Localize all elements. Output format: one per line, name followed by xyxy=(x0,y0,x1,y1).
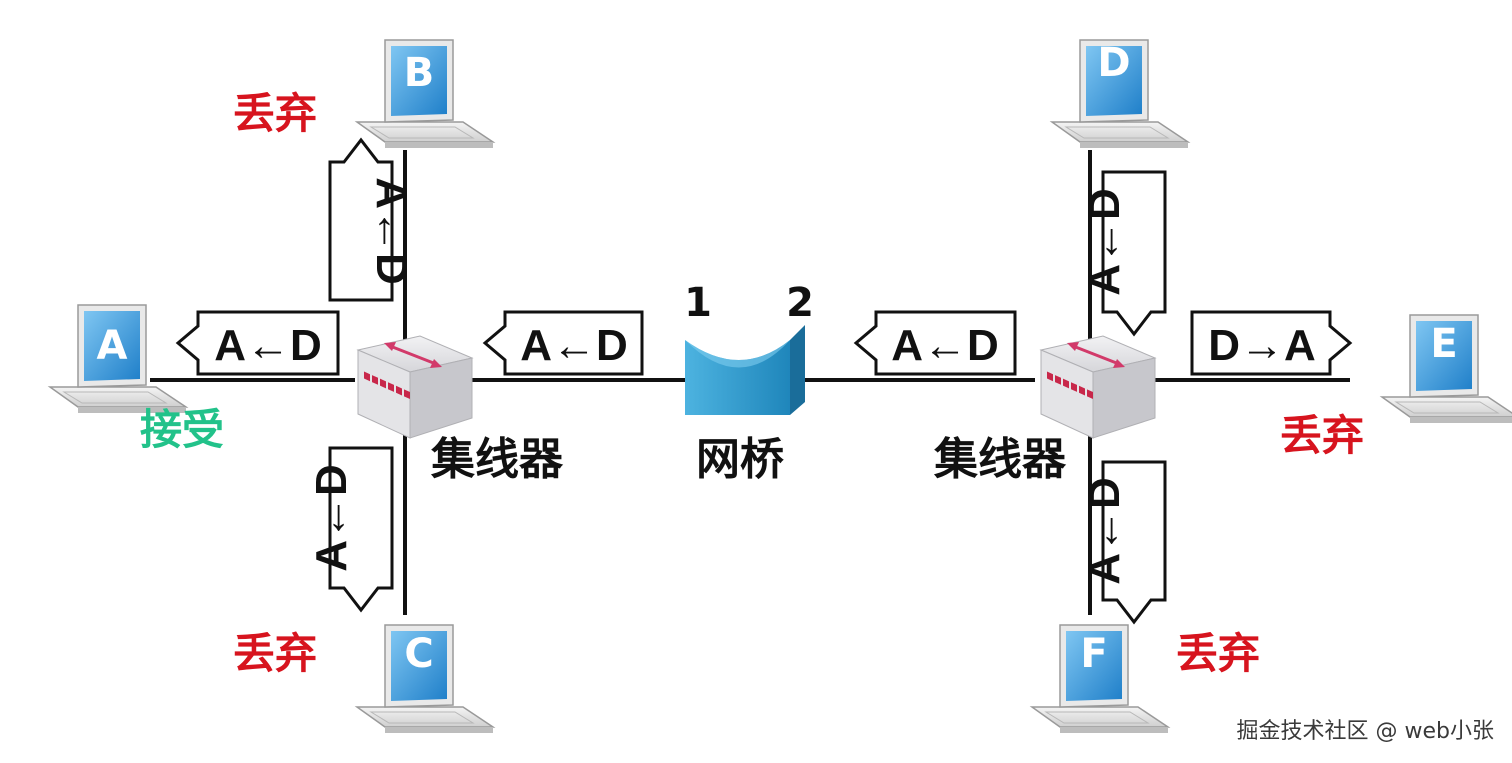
bridge: 1 2 xyxy=(684,280,814,415)
frame-label: A←D xyxy=(214,321,322,370)
status-discard-e: 丢弃 xyxy=(1280,411,1364,460)
status-discard-b: 丢弃 xyxy=(233,89,317,138)
frame-label: A←D xyxy=(367,177,416,285)
frame-label: D→A xyxy=(1208,321,1316,370)
status-discard-f: 丢弃 xyxy=(1176,629,1260,678)
frame-arrow-to-c: A←D xyxy=(307,446,394,613)
host-b: B xyxy=(356,39,494,149)
host-a-label: A xyxy=(97,323,128,369)
frame-label: A←D xyxy=(1080,477,1129,585)
frame-label: A←D xyxy=(1080,188,1129,296)
bridge-label: 网桥 xyxy=(696,434,784,485)
frame-arrow-right-segment-left: A←D xyxy=(853,310,1017,376)
host-e-label: E xyxy=(1430,321,1457,367)
hub-left xyxy=(356,334,474,440)
frame-arrow-bridge-left: A←D xyxy=(482,310,644,376)
status-discard-c: 丢弃 xyxy=(233,629,317,678)
frame-label: A←D xyxy=(520,321,628,370)
host-e: E xyxy=(1381,314,1512,424)
frame-arrow-to-e: D→A xyxy=(1190,310,1353,376)
cables xyxy=(150,150,1350,615)
hub-right-label: 集线器 xyxy=(933,434,1067,485)
hub-right xyxy=(1039,334,1157,440)
hub-left-label: 集线器 xyxy=(430,434,564,485)
bridge-port-1: 1 xyxy=(684,280,712,326)
host-d-label: D xyxy=(1097,40,1130,86)
frame-label: A←D xyxy=(891,321,999,370)
frame-arrow-to-b: A←D xyxy=(328,137,416,302)
frame-arrow-from-d: A←D xyxy=(1080,170,1167,337)
host-d: D xyxy=(1051,39,1189,149)
host-c: C xyxy=(356,624,494,734)
frame-arrow-a-horizontal-left: A←D xyxy=(175,310,340,376)
watermark: 掘金技术社区 @ web小张 xyxy=(1236,719,1494,744)
host-c-label: C xyxy=(404,631,433,677)
frame-arrow-to-f: A←D xyxy=(1080,460,1167,625)
bridge-port-2: 2 xyxy=(786,280,814,326)
host-a: A xyxy=(49,304,187,414)
frame-label: A←D xyxy=(307,464,356,572)
host-f-label: F xyxy=(1080,631,1107,677)
host-b-label: B xyxy=(404,50,435,96)
host-f: F xyxy=(1031,624,1169,734)
status-accept-a: 接受 xyxy=(140,405,224,454)
